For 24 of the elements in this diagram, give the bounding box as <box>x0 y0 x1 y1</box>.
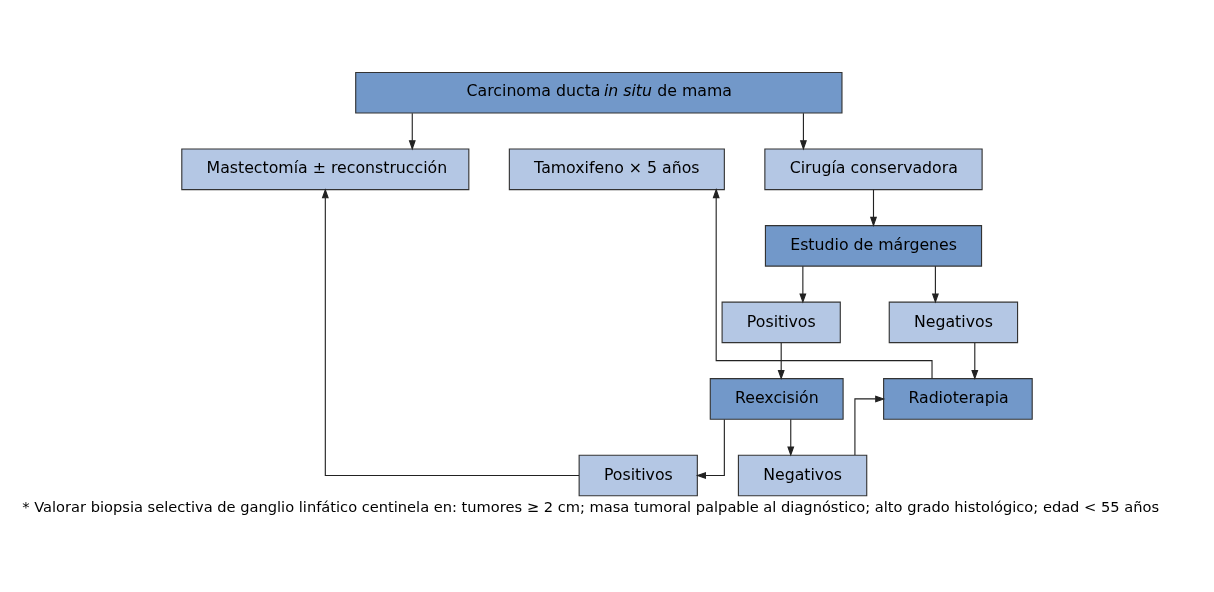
node-box: Negativos <box>888 301 1019 343</box>
node-box: Positivos <box>578 454 698 496</box>
caption: * Valorar biopsia selectiva de ganglio linfático centinela en: tumores ≥ 2 cm; masa tumoral palpable al diagnóstico; alto grado histológico; edad < 55 años <box>22 497 1160 515</box>
arrow <box>712 187 933 379</box>
node-box: Radioterapia <box>883 377 1033 420</box>
arrow <box>854 394 886 456</box>
node-box: Mastectomía ± reconstrucción <box>181 147 470 190</box>
arrow <box>869 188 878 227</box>
arrow <box>777 341 785 380</box>
node-box: Carcinoma ducta in situ de mama <box>355 71 843 114</box>
arrow <box>695 418 725 479</box>
arrow <box>799 112 807 150</box>
arrow <box>971 341 979 380</box>
node-box: Cirugía conservadora <box>764 147 983 190</box>
node-box: Positivos <box>721 301 841 343</box>
node-box: Estudio de márgenes <box>764 224 983 267</box>
arrow <box>787 418 795 457</box>
arrow <box>931 265 939 304</box>
arrow <box>799 265 807 304</box>
node-box: Negativos <box>737 454 868 496</box>
node-box: Tamoxifeno × 5 años <box>508 147 725 190</box>
arrow <box>321 187 580 476</box>
node-box: Reexcisión <box>709 377 844 420</box>
arrow <box>408 112 416 150</box>
